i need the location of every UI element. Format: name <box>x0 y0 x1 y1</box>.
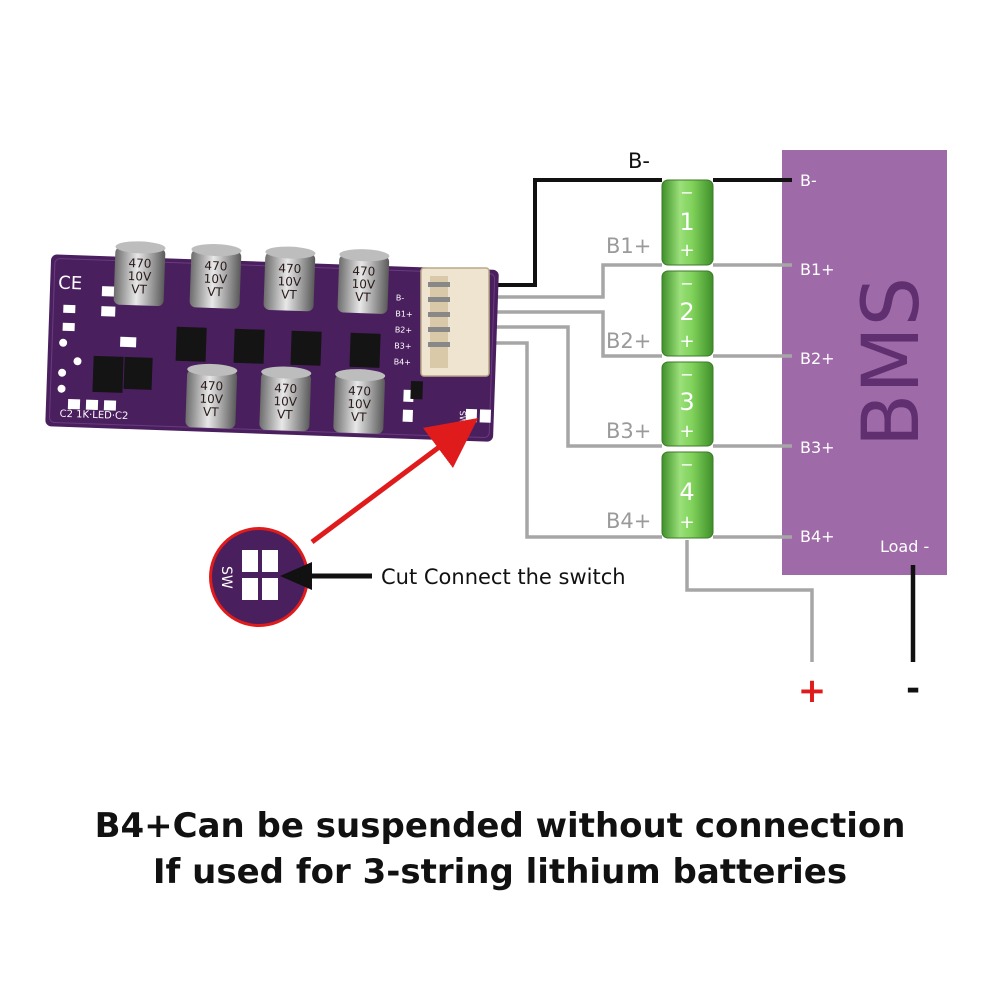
cap-label-1-vt: VT <box>131 282 148 297</box>
cell-3-pos: + <box>679 421 694 442</box>
wire-label-b4: B4+ <box>606 509 651 533</box>
black-arrow <box>280 562 372 590</box>
cap-label-6-vt: VT <box>277 407 294 422</box>
cell-2-number: 2 <box>679 298 694 326</box>
battery-cell-1: − 1 + <box>661 179 714 266</box>
wire-label-b3: B3+ <box>606 419 651 443</box>
cap-label-2: 470 <box>204 259 227 274</box>
bms-title: BMS <box>847 277 937 447</box>
bms-terminal-b2: B2+ <box>800 349 835 368</box>
cap-label-4: 470 <box>352 264 375 279</box>
cap-label-7-vt: VT <box>351 410 368 425</box>
pin-label-b-minus: B- <box>396 293 405 302</box>
bms-terminal-b3: B3+ <box>800 438 835 457</box>
pin-label-b3: B3+ <box>394 341 412 351</box>
bms-terminal-b4: B4+ <box>800 527 835 546</box>
battery-cell-3: − 3 + <box>661 361 714 447</box>
cap-label-5-vt: VT <box>203 405 220 420</box>
cap-label-7-v: 10V <box>347 397 372 412</box>
caption-line-1: B4+Can be suspended without connection <box>94 806 906 846</box>
bms-terminal-b1: B1+ <box>800 260 835 279</box>
connector-pin-labels: B- B1+ B2+ B3+ B4+ <box>394 293 413 367</box>
wire-b1-board <box>447 263 662 299</box>
cell-2-pos: + <box>679 331 694 352</box>
output-minus-symbol: - <box>906 669 920 709</box>
cap-label-1: 470 <box>128 256 151 271</box>
cell-2-neg: − <box>680 274 693 293</box>
cell-1-neg: − <box>680 183 693 202</box>
balancer-board: CE C2 1K·LED·C2 <box>45 241 499 442</box>
cell-3-neg: − <box>680 365 693 384</box>
bms-module: BMS B- B1+ B2+ B3+ B4+ Load - <box>782 150 947 575</box>
wire-output-plus <box>685 540 814 662</box>
bms-terminal-b-minus: B- <box>800 171 817 190</box>
cap-label-7: 470 <box>348 384 371 399</box>
cap-label-6-v: 10V <box>273 394 298 409</box>
cap-label-2-v: 10V <box>203 272 228 287</box>
cap-label-3-v: 10V <box>277 274 302 289</box>
cell-4-number: 4 <box>679 478 694 506</box>
cell-3-number: 3 <box>679 388 694 416</box>
pin-label-b4: B4+ <box>394 357 412 367</box>
output-plus-symbol: + <box>798 671 827 711</box>
cap-label-1-v: 10V <box>128 269 153 284</box>
cell-4-pos: + <box>679 512 694 533</box>
jst-connector <box>420 267 490 377</box>
battery-stack: − 1 + − 2 + − 3 + − 4 + <box>661 179 714 539</box>
cap-label-2-vt: VT <box>207 285 224 300</box>
cell-4-neg: − <box>680 455 693 474</box>
wire-label-b1: B1+ <box>606 234 651 258</box>
capacitor-row-bottom <box>185 363 386 434</box>
capacitor-row-top <box>113 241 390 314</box>
pin-label-b1: B1+ <box>395 309 413 319</box>
cap-label-3-vt: VT <box>281 287 298 302</box>
bms-load-label: Load - <box>880 537 929 556</box>
cell-1-number: 1 <box>679 208 694 236</box>
caption-line-2: If used for 3-string lithium batteries <box>152 852 848 892</box>
zoom-switch-label: SW <box>218 566 234 589</box>
battery-cell-4: − 4 + <box>661 451 714 539</box>
cap-label-4-vt: VT <box>355 290 372 305</box>
cell-1-pos: + <box>679 240 694 261</box>
board-silk-bottom: C2 1K·LED·C2 <box>59 409 128 422</box>
wire-label-b2: B2+ <box>606 329 651 353</box>
capacitor-labels: 470 10V VT 470 10V VT 470 10V VT 470 10V… <box>128 256 377 425</box>
wire-b3-board <box>447 325 662 448</box>
pin-label-b2: B2+ <box>395 325 413 335</box>
red-arrow <box>310 418 479 545</box>
battery-cell-2: − 2 + <box>661 270 714 357</box>
cap-label-5: 470 <box>200 379 223 394</box>
cap-label-6: 470 <box>274 381 297 396</box>
wire-b2-board <box>447 310 662 358</box>
board-ce-mark: CE <box>58 273 83 295</box>
wire-label-b-minus: B- <box>628 149 650 173</box>
cap-label-3: 470 <box>278 261 301 276</box>
callout-text: Cut Connect the switch <box>381 565 626 589</box>
cap-label-4-v: 10V <box>351 277 376 292</box>
cap-label-5-v: 10V <box>199 392 224 407</box>
board-switch-label: SW <box>458 411 467 424</box>
